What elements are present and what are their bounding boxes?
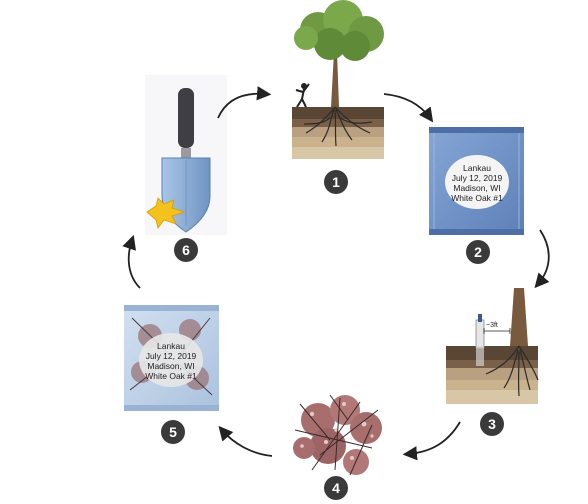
step-4-number: 4 <box>332 480 340 496</box>
roots-clump-icon <box>293 394 382 476</box>
step-6-number: 6 <box>182 242 190 258</box>
bag-label-line-3: Madison, WI <box>453 183 500 193</box>
soil-core-icon: ~3ft <box>446 288 539 404</box>
bag-label-line-3: Madison, WI <box>147 361 194 371</box>
bag-label-line-2: July 12, 2019 <box>146 351 197 361</box>
arrow-2-to-3 <box>534 229 550 289</box>
step-5-roots-bag: Lankau July 12, 2019 Madison, WI White O… <box>124 305 219 444</box>
cycle-arrows <box>122 86 550 461</box>
step-5-number: 5 <box>169 424 177 440</box>
step-1-badge <box>324 170 348 194</box>
sample-bag-icon: Lankau July 12, 2019 Madison, WI White O… <box>429 127 524 235</box>
step-4-badge <box>324 476 348 500</box>
step-3-soil-core: ~3ft 3 <box>446 288 539 436</box>
bag-label-line-1: Lankau <box>463 163 491 173</box>
person-icon <box>295 83 310 108</box>
step-1-tree-soil: 1 <box>292 0 384 194</box>
bag-label-line-4: White Oak #1 <box>451 193 503 203</box>
step-2-number: 2 <box>474 244 482 260</box>
step-2-sample-bag: Lankau July 12, 2019 Madison, WI White O… <box>429 127 524 264</box>
arrow-5-to-6 <box>122 234 141 289</box>
step-4-roots-clump: 4 <box>293 394 382 500</box>
spark-icon <box>146 197 186 229</box>
arrow-3-to-4 <box>402 421 461 461</box>
arrow-4-to-5 <box>218 425 273 457</box>
bag-label-line-4: White Oak #1 <box>145 371 197 381</box>
step-3-badge <box>480 412 504 436</box>
roots-bag-icon: Lankau July 12, 2019 Madison, WI White O… <box>124 305 219 411</box>
bag-label-line-2: July 12, 2019 <box>452 173 503 183</box>
step-1-number: 1 <box>332 174 340 190</box>
step-3-number: 3 <box>488 416 496 432</box>
step-5-badge <box>161 420 185 444</box>
arrow-6-to-1 <box>217 86 272 119</box>
step-2-badge <box>466 240 490 264</box>
bag-label-line-1: Lankau <box>157 341 185 351</box>
arrow-1-to-2 <box>383 93 434 123</box>
step-6-trowel: 6 <box>145 75 227 262</box>
distance-label: ~3ft <box>486 322 498 329</box>
step-6-badge <box>174 238 198 262</box>
tree-soil-icon <box>292 0 384 159</box>
